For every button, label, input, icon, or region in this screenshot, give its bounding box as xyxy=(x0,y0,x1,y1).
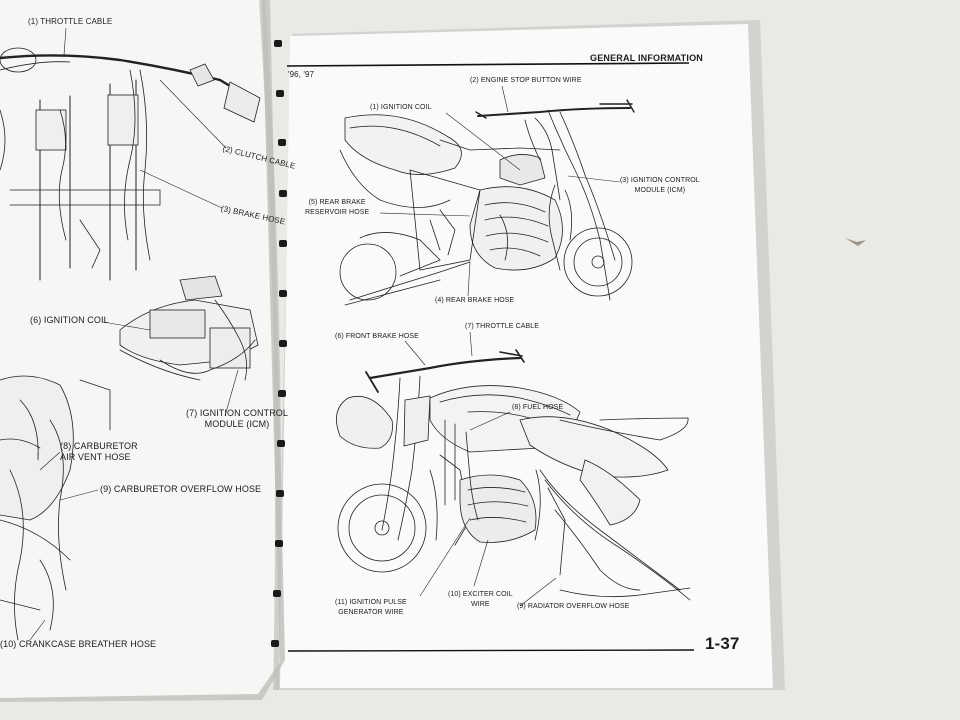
top-motorcycle-illustration xyxy=(339,99,635,306)
left-page-leaders xyxy=(29,27,239,641)
bottom-motorcycle-illustration xyxy=(336,349,691,601)
left-label-ignition-coil: (6) IGNITION COIL xyxy=(30,315,109,325)
model-years: '96, '97 xyxy=(288,70,315,79)
label-exciter-coil-wire: (10) EXCITER COIL WIRE xyxy=(448,591,513,608)
left-label-crankcase-breather-hose: (10) CRANKCASE BREATHER HOSE xyxy=(0,639,157,649)
right-page xyxy=(276,20,785,690)
section-header: GENERAL INFORMATION xyxy=(590,53,703,63)
label-fuel-hose: (8) FUEL HOSE xyxy=(512,404,564,411)
page-number: 1-37 xyxy=(705,634,740,653)
header-rule xyxy=(286,62,690,67)
label-ignition-control-module-top: (3) IGNITION CONTROL MODULE (ICM) xyxy=(620,177,700,194)
table-smudge xyxy=(845,238,866,246)
label-radiator-overflow-hose: (9) RADIATOR OVERFLOW HOSE xyxy=(517,603,630,610)
bottom-figure-leaders xyxy=(404,331,557,607)
binding-holes xyxy=(271,40,287,647)
label-rear-brake-hose: (4) REAR BRAKE HOSE xyxy=(435,297,515,304)
left-label-carburetor-overflow-hose: (9) CARBURETOR OVERFLOW HOSE xyxy=(100,484,262,494)
label-ignition-pulse-generator-wire: (11) IGNITION PULSE GENERATOR WIRE xyxy=(335,599,407,616)
left-label-carburetor-air-vent-hose: (8) CARBURETOR AIR VENT HOSE xyxy=(60,441,138,462)
label-front-brake-hose: (6) FRONT BRAKE HOSE xyxy=(335,333,419,340)
top-figure-leaders xyxy=(379,85,621,297)
label-ignition-coil-top: (1) IGNITION COIL xyxy=(370,104,432,111)
footer-rule xyxy=(287,649,695,652)
left-page-illustration xyxy=(0,47,261,641)
label-rear-brake-reservoir-hose: (5) REAR BRAKE RESERVOIR HOSE xyxy=(305,199,370,216)
label-engine-stop-button-wire: (2) ENGINE STOP BUTTON WIRE xyxy=(470,77,582,84)
left-label-throttle-cable: (1) THROTTLE CABLE xyxy=(28,17,113,26)
left-label-ignition-control-module: (7) IGNITION CONTROL MODULE (ICM) xyxy=(186,408,289,429)
label-throttle-cable-bottom: (7) THROTTLE CABLE xyxy=(465,323,540,330)
